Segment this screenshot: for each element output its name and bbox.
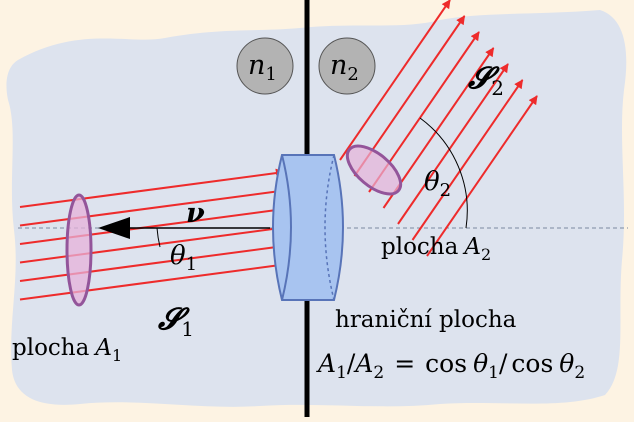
area-a1-ellipse	[65, 193, 93, 307]
n2-circle	[318, 37, 376, 95]
nu-label: ν	[186, 198, 205, 229]
refracted-rays	[339, 0, 538, 257]
boundary-cylinder	[272, 154, 344, 301]
cylinder-body	[272, 154, 344, 301]
n2-label: n2	[330, 50, 359, 85]
refracted-ray	[426, 95, 538, 257]
theta1-arc	[156, 227, 161, 248]
refracted-ray	[397, 63, 509, 225]
cylinder-near-face	[281, 154, 292, 301]
arrow-left-icon	[98, 217, 130, 239]
incident-ray	[19, 168, 285, 208]
refracted-ray	[339, 0, 451, 161]
area-a2-ellipse	[345, 144, 403, 196]
theta1-label: θ1	[170, 241, 197, 275]
incident-ray	[19, 187, 285, 227]
theta2-label: θ2	[424, 167, 451, 201]
incident-ray	[19, 205, 285, 245]
boundary-label: hraniční plocha	[335, 307, 517, 333]
incident-rays	[19, 168, 285, 301]
incident-ray	[19, 261, 285, 301]
refracted-ray	[411, 79, 524, 241]
n1-circle	[236, 37, 294, 95]
n1-label: n1	[248, 50, 277, 85]
theta2-arc	[419, 117, 468, 229]
incident-ray	[19, 224, 285, 264]
cylinder-far-face-hidden	[324, 154, 335, 301]
incident-ray	[19, 242, 285, 282]
